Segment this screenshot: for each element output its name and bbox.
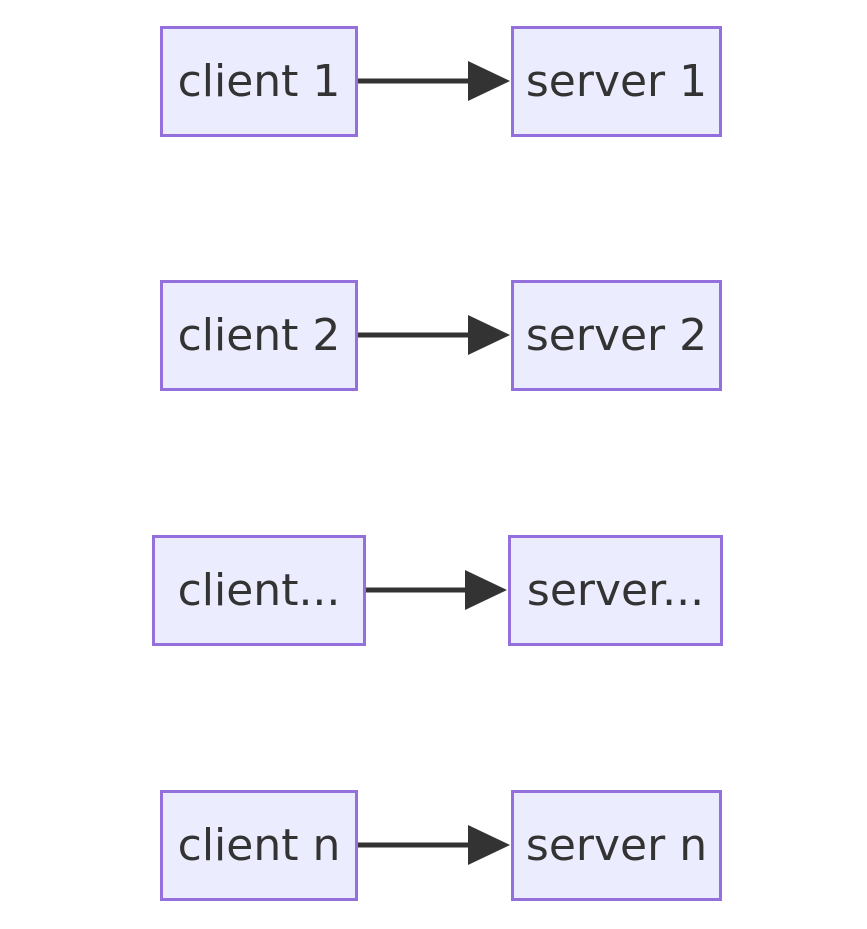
client-node: client 2 [160,280,358,391]
arrow-right-icon [358,61,510,101]
client-node: client n [160,790,358,901]
server-node: server... [508,535,723,646]
arrow-right-icon [366,570,507,610]
node-label: client 1 [177,55,341,107]
node-label: server n [525,819,708,871]
node-label: server 2 [525,309,708,361]
client-node: client 1 [160,26,358,137]
server-node: server 1 [511,26,722,137]
server-node: server 2 [511,280,722,391]
node-label: client... [177,564,341,616]
arrow-right-icon [358,825,510,865]
server-node: server n [511,790,722,901]
client-node: client... [152,535,366,646]
node-label: server... [526,564,705,616]
arrow-right-icon [358,315,510,355]
node-label: client 2 [177,309,341,361]
node-label: server 1 [525,55,708,107]
node-label: client n [177,819,341,871]
